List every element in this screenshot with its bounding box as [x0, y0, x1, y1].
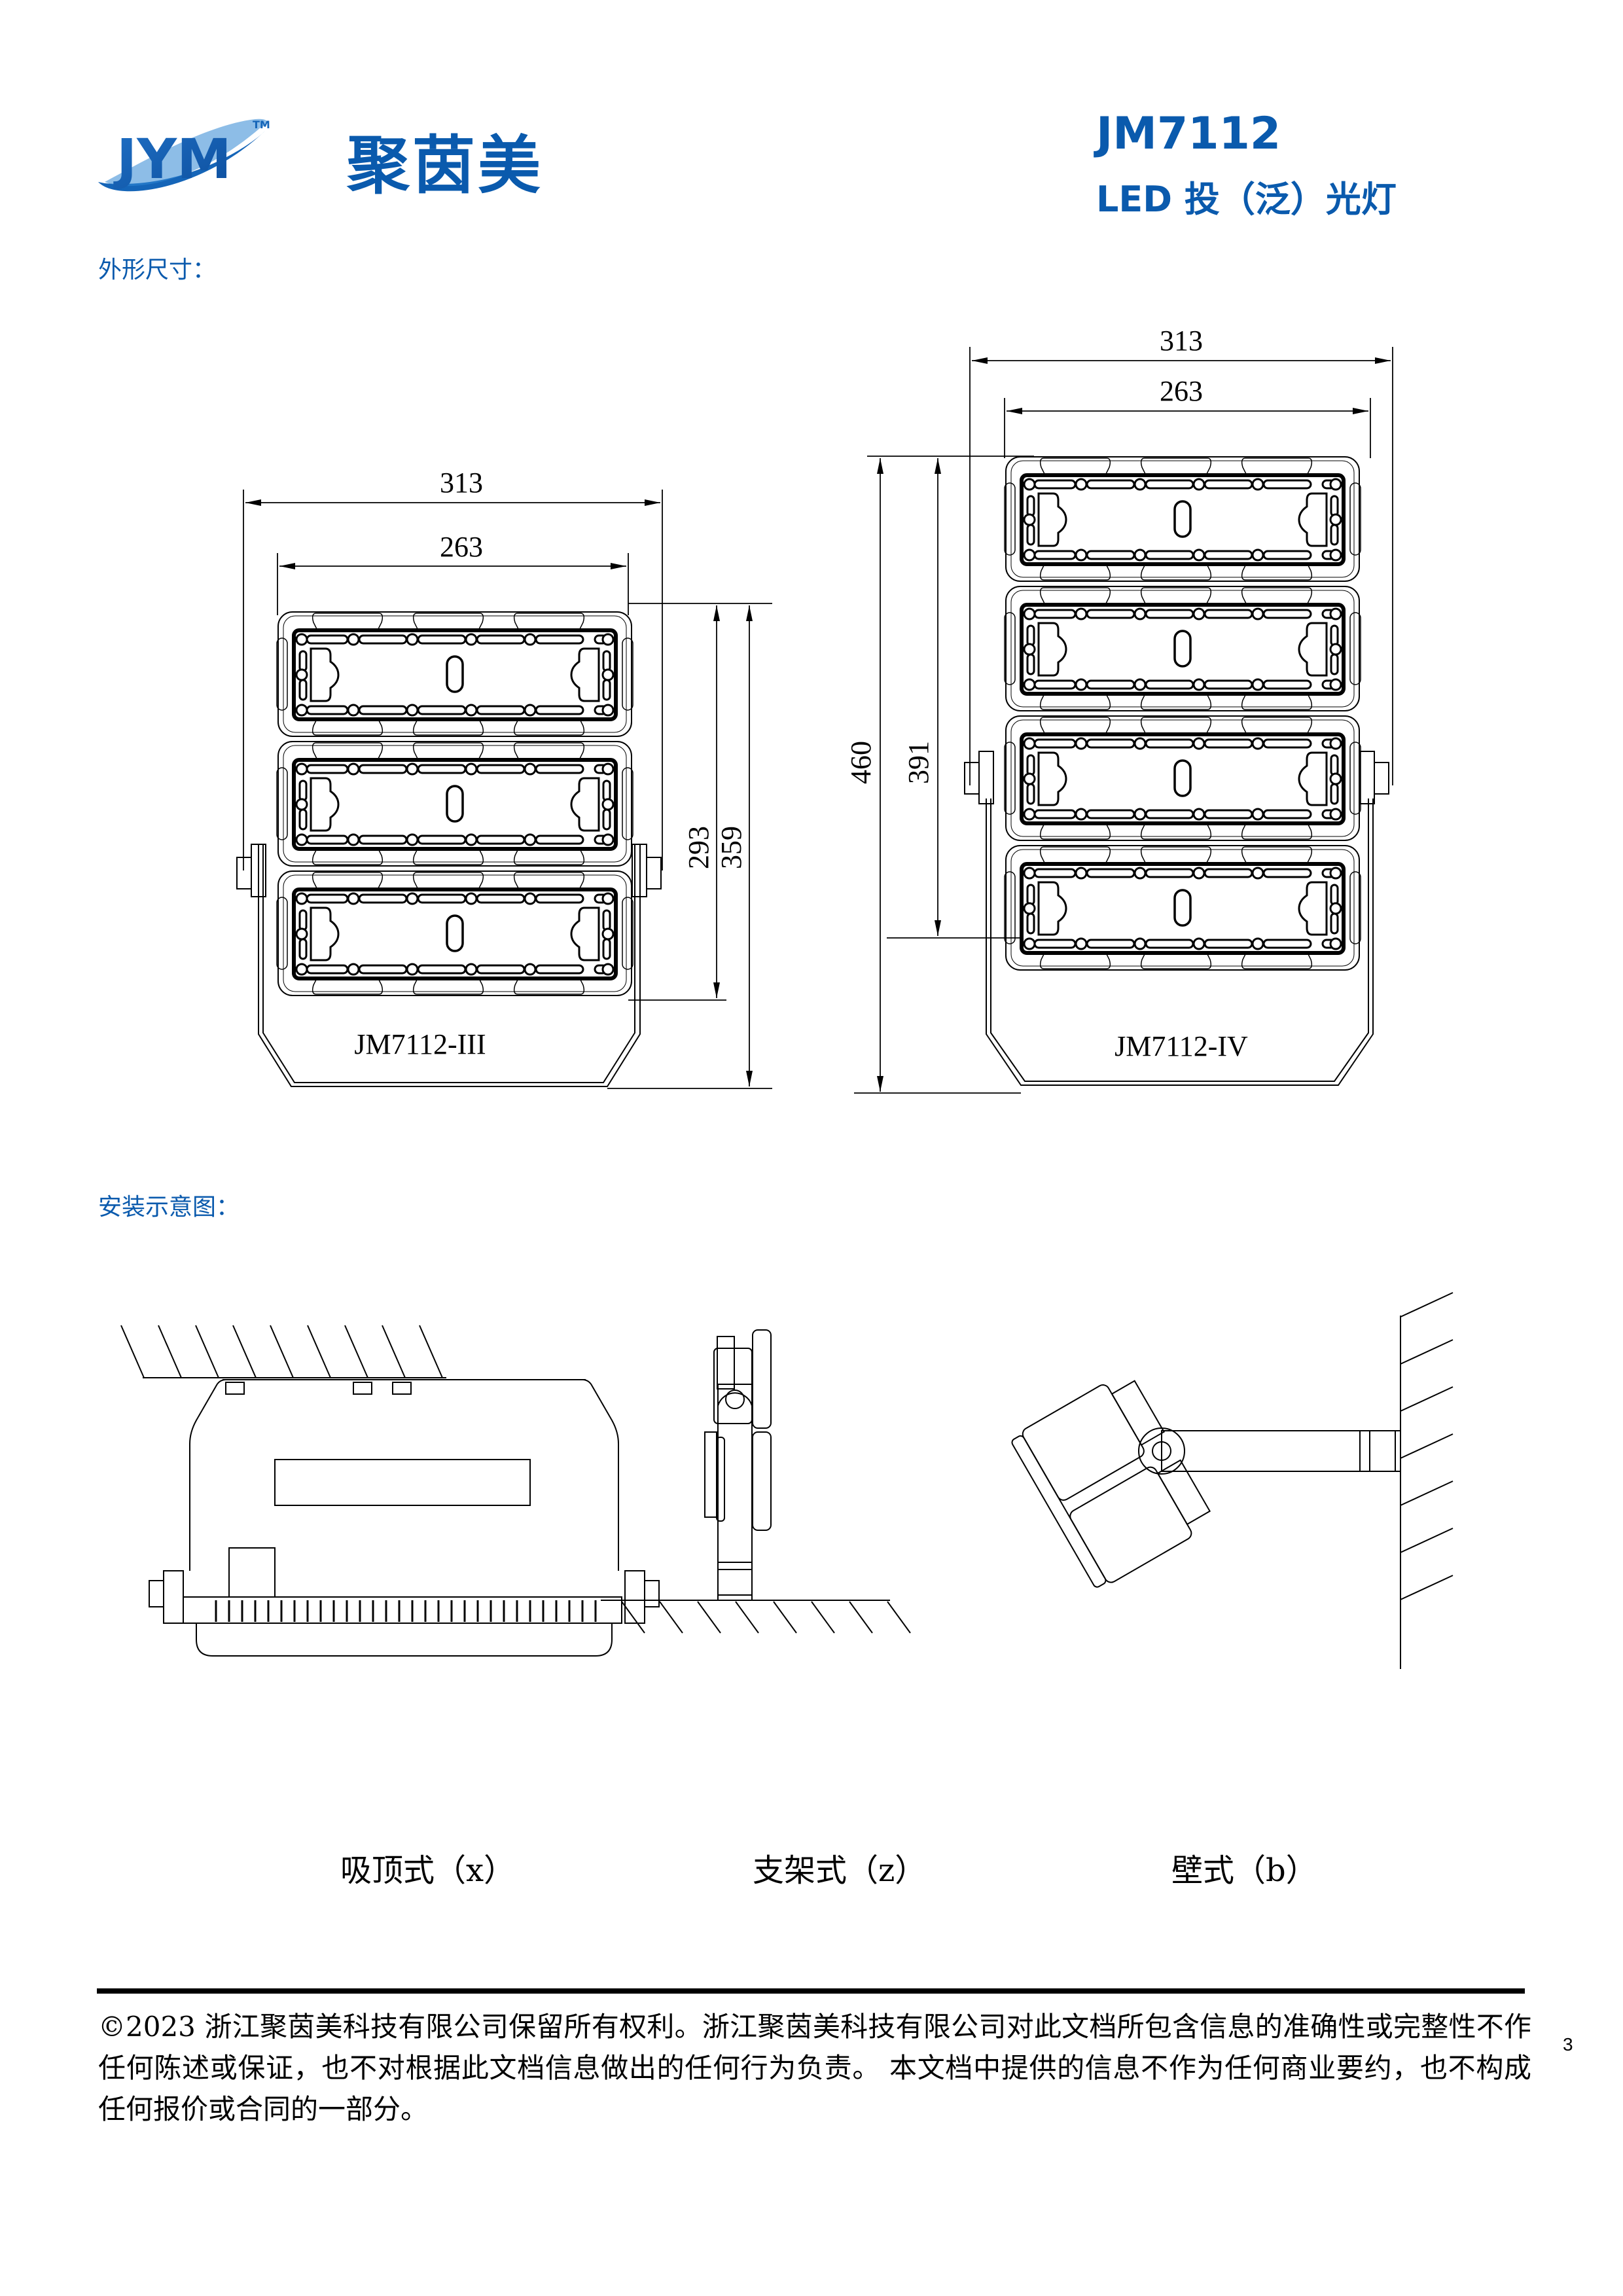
hatch-lines	[1400, 1292, 1454, 1600]
overall-height-label: 460	[845, 741, 877, 784]
overall-width-label: 313	[440, 467, 483, 499]
brand-name: 聚茵美	[347, 129, 543, 202]
bracket-mount-caption: 支架式（z）	[753, 1852, 927, 1889]
led-module	[1005, 586, 1361, 711]
body-width-label: 263	[1160, 375, 1203, 407]
mounting-bracket	[236, 844, 662, 1087]
company-logo: JYM TM	[92, 111, 301, 203]
overall-width-label: 313	[1160, 325, 1203, 357]
drawing-jm7112-iii: 313 263 293 359 JM7112-III	[236, 467, 772, 1089]
body-height-label: 391	[902, 741, 935, 784]
led-module	[277, 612, 633, 736]
dimensions-heading: 外形尺寸：	[98, 257, 217, 283]
led-module	[1005, 846, 1361, 970]
trademark-mark: TM	[253, 118, 270, 131]
model-label-iv: JM7112-IV	[1115, 1030, 1248, 1062]
led-module	[1005, 716, 1361, 840]
drawing-jm7112-iv: 313 263 460 391 JM7112-IV	[845, 325, 1393, 1094]
ceiling-mount-drawing	[120, 1325, 660, 1657]
model-number: JM7112	[1096, 108, 1281, 160]
body-width-label: 263	[440, 531, 483, 563]
dimension-drawings: 313 263 293 359 JM7112-III	[236, 325, 1393, 1094]
product-title: LED 投（泛）光灯	[1096, 179, 1397, 220]
page-number: 3	[1563, 2034, 1573, 2054]
led-module	[277, 871, 633, 996]
wall-mount-drawing	[1011, 1292, 1454, 1669]
bracket-mount-drawing	[601, 1329, 911, 1634]
body-height-label: 293	[683, 826, 715, 869]
hatch-lines	[621, 1601, 911, 1634]
led-module	[277, 742, 633, 866]
jym-logo-icon: JYM TM	[98, 118, 270, 192]
wall-mount-caption: 壁式（b）	[1171, 1852, 1317, 1889]
model-label-iii: JM7112-III	[354, 1028, 486, 1060]
copyright-disclaimer: ©2023 浙江聚茵美科技有限公司保留所有权利。浙江聚茵美科技有限公司对此文档所…	[98, 2011, 1531, 2125]
logo-letters: JYM	[113, 127, 232, 191]
mounting-bracket	[964, 751, 1389, 1086]
installation-heading: 安装示意图：	[98, 1194, 240, 1221]
hatch-lines	[120, 1325, 443, 1378]
ceiling-mount-caption: 吸顶式（x）	[340, 1852, 516, 1889]
footer-divider	[97, 1988, 1525, 1994]
led-module	[1005, 457, 1361, 581]
installation-drawings	[120, 1292, 1454, 1669]
overall-height-label: 359	[715, 826, 747, 869]
